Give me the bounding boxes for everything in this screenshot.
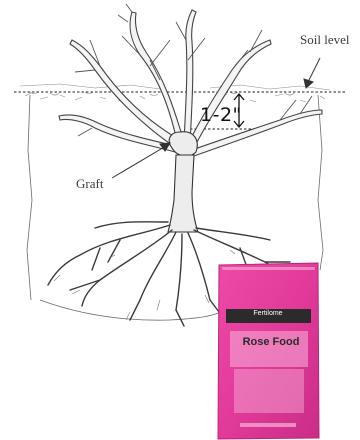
bag-brand: Fertilome [228, 310, 308, 317]
graft-pointer [112, 143, 170, 178]
trunk [168, 132, 198, 232]
graft-label: Graft [76, 176, 103, 192]
soil-level-label: Soil level [300, 32, 349, 48]
bag-product-name: Rose Food [226, 336, 316, 348]
soil-level-pointer [304, 58, 320, 88]
graft-depth-label: 1-2" [200, 104, 242, 126]
rose-food-bag [216, 261, 321, 440]
cane-twigs [75, 4, 312, 136]
soil-texture [20, 84, 330, 102]
